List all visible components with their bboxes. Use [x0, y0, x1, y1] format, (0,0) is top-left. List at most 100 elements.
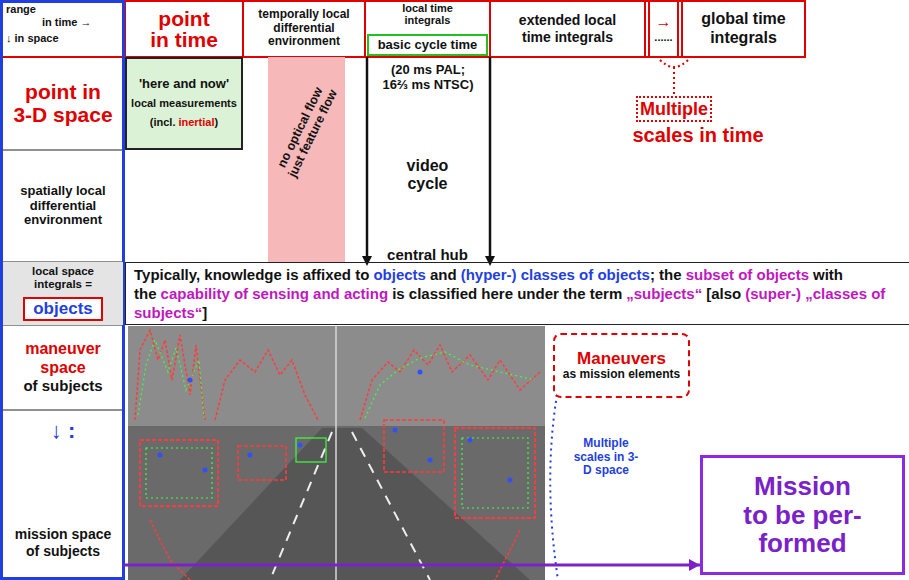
node-text: of subjects: [23, 377, 102, 394]
node-text: ): [215, 116, 219, 128]
time-scale-bracket: [660, 60, 688, 94]
node-text: Multiple scales in 3-D space: [570, 437, 642, 478]
node-text: ; the: [650, 266, 682, 283]
node-text: spatially local differential environment: [10, 184, 116, 229]
note: Multiple scales in 3-D space: [567, 420, 645, 495]
road-scene-image-part: [158, 453, 163, 458]
node-text: is classified here under the term: [392, 285, 622, 302]
node-text: [also: [706, 285, 741, 302]
space-scale-bracket: [550, 395, 558, 580]
node-text: capability of sensing and acting: [161, 285, 389, 302]
table-cell: 'here and now'local measurements (incl.i…: [125, 57, 243, 150]
dotted-box: Multiple: [636, 96, 712, 122]
node-text: global time integrals: [692, 10, 796, 47]
highlight-box: objects: [23, 297, 103, 321]
node-text: no optical flow just feature flow: [270, 74, 344, 187]
road-scene-image-part: [365, 352, 535, 418]
node-text: as mission elements: [563, 368, 680, 382]
node-text: mission space of subjects: [11, 526, 115, 558]
node-text: extended local time integrals: [512, 12, 624, 44]
node-text: basic cycle time: [378, 38, 478, 53]
left-column-frame: [2, 2, 124, 579]
road-scene-image-part: [298, 443, 303, 448]
header-grid-part: [648, 0, 650, 57]
node-text: local space integrals =: [8, 265, 118, 291]
header-grid-part: [489, 0, 491, 57]
node-text: range: [6, 3, 36, 16]
node-text: →: [656, 13, 672, 31]
highlight-box: basic cycle time: [367, 34, 488, 56]
header-grid-part: [681, 0, 683, 57]
node-text: local time integrals: [382, 2, 474, 26]
header-cell: point in time: [125, 0, 243, 57]
header-cell: →......: [649, 0, 678, 57]
road-scene-image-part: [238, 446, 286, 480]
header-cell: local time integrals basic cycle time: [365, 0, 490, 57]
road-scene-image-part: [455, 428, 535, 518]
road-scene-image-part: [140, 440, 218, 506]
text-row: Typically, knowledge is affixed toobject…: [125, 262, 909, 325]
dashdot-box: Maneuversas mission elements: [553, 333, 690, 398]
road-scene-image-part: [203, 468, 208, 473]
arrowhead: [689, 559, 700, 571]
node-text: Multiple: [640, 99, 708, 120]
row-header: mission space of subjects: [3, 505, 123, 580]
road-scene-image-part: [335, 326, 337, 580]
video-cycle-arrows-part: [362, 256, 372, 266]
node-text: video cycle: [395, 157, 460, 194]
node-text: point in time: [148, 8, 220, 50]
road-scene-image-part: [352, 432, 430, 580]
road-scene-image-part: [495, 530, 520, 580]
node-text: in time →: [42, 16, 92, 29]
row-grid-part: [0, 149, 125, 150]
video-cycle-arrows: [362, 57, 495, 266]
road-scene-image-part: [418, 370, 423, 375]
header-grid-part: [242, 0, 244, 57]
video-cycle-arrows-part: [485, 256, 495, 266]
node-text: objects: [33, 299, 93, 319]
node-text: ↓ in space: [6, 32, 59, 45]
road-scene-image-part: [508, 478, 513, 483]
road-scene-image-part: [360, 345, 540, 420]
header-grid-part: [644, 0, 646, 57]
node-text: point in 3-D space: [13, 81, 113, 125]
node-text: Typically, knowledge is affixed to: [134, 266, 369, 283]
road-scene-image-part: [248, 453, 253, 458]
road-scene-image-part: [188, 378, 193, 383]
road-scene-image-part: [468, 438, 473, 443]
node-text: (hyper-) classes of objects: [461, 266, 650, 283]
node-text: (20 ms PAL; 16⅔ ms NTSC): [382, 63, 474, 93]
goal-box: Mission to be per- formed: [700, 455, 905, 575]
text-line: Typically, knowledge is affixed toobject…: [134, 265, 901, 323]
header-grid-part: [677, 0, 679, 57]
node-text: inertial: [178, 116, 214, 128]
video-cycle-arrows-part: [489, 57, 492, 258]
header-cell: range in time → ↓ in space: [0, 0, 125, 57]
scale-label: scales in time: [598, 124, 798, 147]
node-text: maneuver space: [3, 340, 123, 377]
road-scene-image-part: [150, 520, 190, 580]
road-scene-image-part: [462, 438, 528, 508]
row-header: local space integrals = objects: [3, 262, 123, 325]
road-scene-image-part: [270, 432, 332, 580]
connector-arrow: [123, 564, 700, 567]
node-text: 'here and now': [139, 77, 229, 92]
node-text: central hub: [365, 246, 490, 263]
road-scene-image-part: [128, 326, 545, 580]
row-grid: [0, 150, 125, 410]
header-cell: global time integrals: [682, 0, 805, 57]
row-header: point in 3-D space: [3, 57, 123, 150]
header-grid: [1, 0, 805, 57]
node-text: subset of objects: [686, 266, 809, 283]
row-grid-part: [0, 409, 125, 410]
road-scene-image-part: [428, 458, 433, 463]
node-text: Mission to be per- formed: [740, 472, 866, 558]
header-grid-part: [1, 1, 805, 57]
text-line: local measurements (incl.inertial): [130, 92, 238, 130]
road-scene-image-part: [215, 350, 318, 420]
road-scene-image-part: [180, 428, 530, 580]
road-scene-image-part: [138, 340, 204, 418]
video-cycle-arrows-part: [366, 57, 369, 258]
